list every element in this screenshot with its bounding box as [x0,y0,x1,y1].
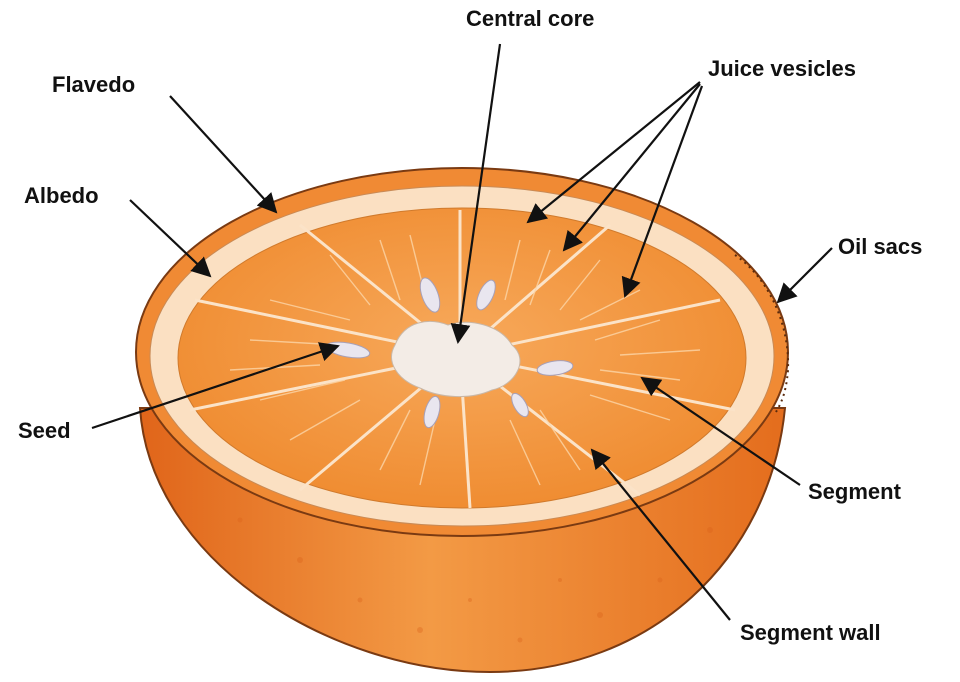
label-oil-sacs: Oil sacs [838,236,922,258]
label-albedo: Albedo [24,185,99,207]
arrow-albedo [130,200,210,276]
label-seed: Seed [18,420,71,442]
label-segment: Segment [808,481,901,503]
label-central-core: Central core [466,8,594,30]
arrow-flavedo [170,96,276,212]
label-juice-vesicles: Juice vesicles [708,58,856,80]
label-segment-wall: Segment wall [740,622,881,644]
label-flavedo: Flavedo [52,74,135,96]
arrow-oil-sacs [778,248,832,302]
